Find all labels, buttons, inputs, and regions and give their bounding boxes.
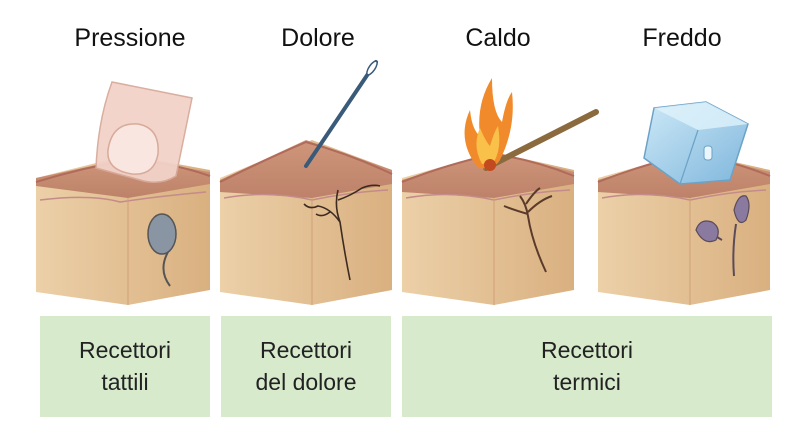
match-flame-icon [464,78,599,171]
title-pressione: Pressione [74,24,186,52]
finger-icon [95,81,193,183]
box-recettori-dolore: Recettori del dolore [221,316,391,417]
cold-receptor [695,195,750,277]
box-3-line2: termici [553,368,621,395]
title-caldo: Caldo [465,24,531,52]
skin-block-caldo [401,152,575,305]
box-2-line1: Recettori [259,337,353,364]
box-1-line1: Recettori [78,337,172,364]
skin-block-pressione [35,155,211,305]
ice-cube-icon [643,101,749,185]
box-recettori-termici: Recettori termici [402,316,772,417]
heat-receptor [503,187,553,273]
title-dolore: Dolore [281,24,355,52]
box-2-line2: del dolore [255,368,357,395]
needle-icon [304,60,378,168]
pain-receptor [303,184,381,281]
touch-receptor [147,213,177,287]
box-1-line2: tattili [101,368,149,395]
title-freddo: Freddo [642,24,722,52]
box-recettori-tattili: Recettori tattili [40,316,210,417]
box-3-line1: Recettori [540,337,634,364]
skin-block-dolore [219,140,393,305]
